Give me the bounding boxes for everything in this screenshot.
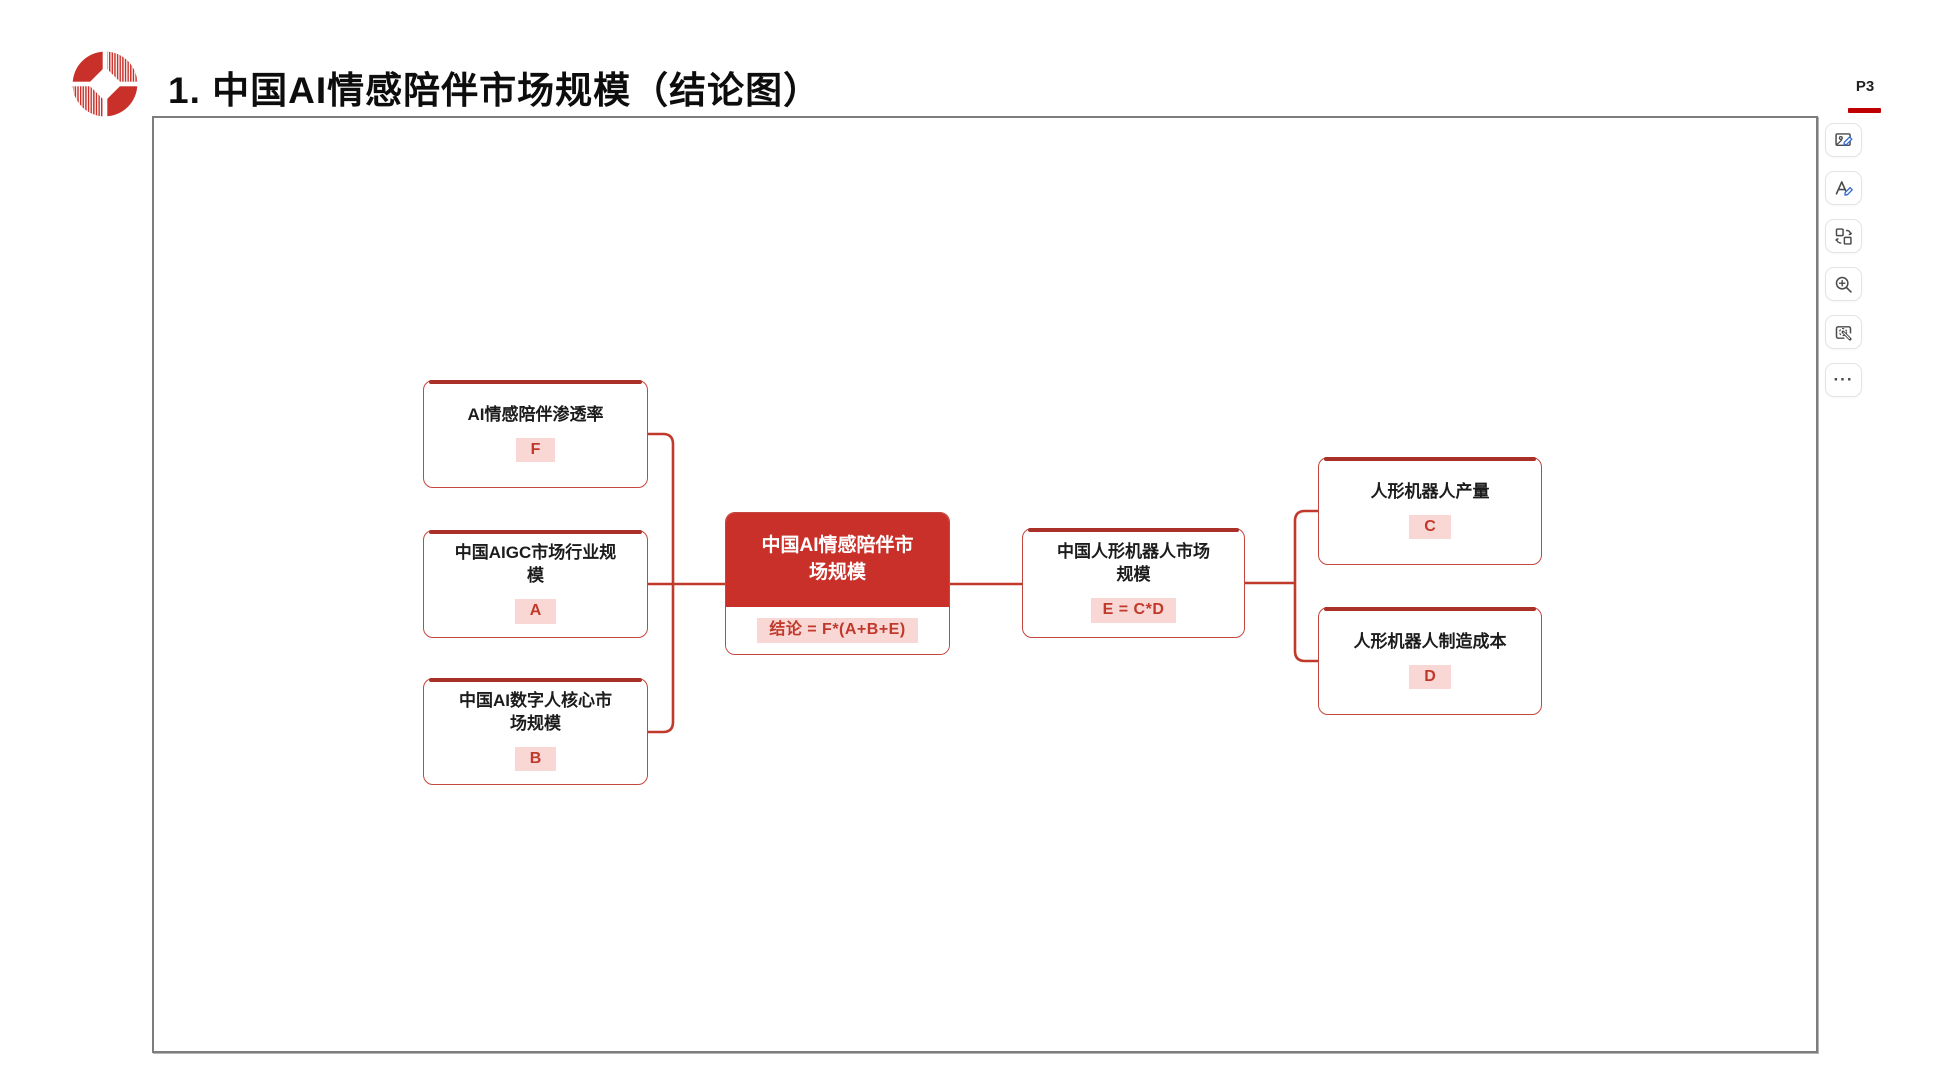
node-digital-human-market[interactable]: 中国AI数字人核心市 场规模 B	[423, 678, 648, 785]
node-badge-a: A	[514, 599, 557, 624]
diagram-connectors	[648, 432, 1318, 734]
node-badge-c: C	[1409, 514, 1451, 540]
slide-canvas[interactable]: AI情感陪伴渗透率 F 中国AIGC市场行业规 模 A 中国AI数字人核心市 场…	[152, 116, 1818, 1053]
text-edit-icon	[1833, 178, 1854, 199]
node-top-accent	[429, 678, 642, 682]
node-top-accent	[429, 530, 642, 534]
page-title: 1. 中国AI情感陪伴市场规模（结论图）	[168, 70, 822, 111]
node-robot-cost[interactable]: 人形机器人制造成本 D	[1318, 607, 1542, 715]
swap-shape-icon	[1833, 226, 1854, 247]
node-badge-b: B	[514, 746, 557, 772]
root-node-label: 中国AI情感陪伴市 场规模	[761, 535, 914, 583]
smart-select-icon	[1833, 322, 1854, 343]
node-penetration-rate[interactable]: AI情感陪伴渗透率 F	[423, 380, 648, 488]
more-options-button[interactable]: ···	[1825, 363, 1862, 397]
side-toolbar: ···	[1825, 123, 1862, 397]
node-label: 中国AIGC市场行业规 模	[454, 543, 617, 586]
page-number-underline	[1848, 108, 1881, 113]
text-edit-button[interactable]	[1825, 171, 1862, 205]
node-badge-e: E = C*D	[1090, 598, 1177, 623]
image-edit-icon	[1833, 130, 1854, 151]
image-edit-button[interactable]	[1825, 123, 1862, 157]
root-node-body: 结论 = F*(A+B+E)	[726, 607, 949, 654]
node-label: 中国AI数字人核心市 场规模	[459, 690, 612, 733]
page-number: P3	[1855, 78, 1875, 95]
node-label: AI情感陪伴渗透率	[467, 404, 604, 424]
node-label: 人形机器人制造成本	[1353, 631, 1507, 651]
node-top-accent	[429, 380, 642, 384]
node-label: 人形机器人产量	[1370, 481, 1490, 501]
zoom-in-icon	[1833, 274, 1854, 295]
more-icon: ···	[1833, 370, 1854, 389]
node-top-accent	[1324, 457, 1536, 461]
smart-select-button[interactable]	[1825, 315, 1862, 349]
node-badge-f: F	[515, 437, 556, 463]
company-logo-icon	[72, 51, 138, 117]
zoom-in-button[interactable]	[1825, 267, 1862, 301]
node-robot-market[interactable]: 中国人形机器人市场 规模 E = C*D	[1022, 528, 1245, 638]
root-node-header: 中国AI情感陪伴市 场规模	[726, 513, 949, 607]
node-top-accent	[1324, 607, 1536, 611]
node-conclusion-root[interactable]: 中国AI情感陪伴市 场规模 结论 = F*(A+B+E)	[725, 512, 950, 655]
node-aigc-market[interactable]: 中国AIGC市场行业规 模 A	[423, 530, 648, 638]
node-badge-d: D	[1409, 664, 1451, 690]
conclusion-formula-badge: 结论 = F*(A+B+E)	[757, 618, 918, 643]
node-top-accent	[1028, 528, 1239, 532]
swap-shape-button[interactable]	[1825, 219, 1862, 253]
node-label: 中国人形机器人市场 规模	[1057, 542, 1210, 585]
node-robot-output[interactable]: 人形机器人产量 C	[1318, 457, 1542, 565]
